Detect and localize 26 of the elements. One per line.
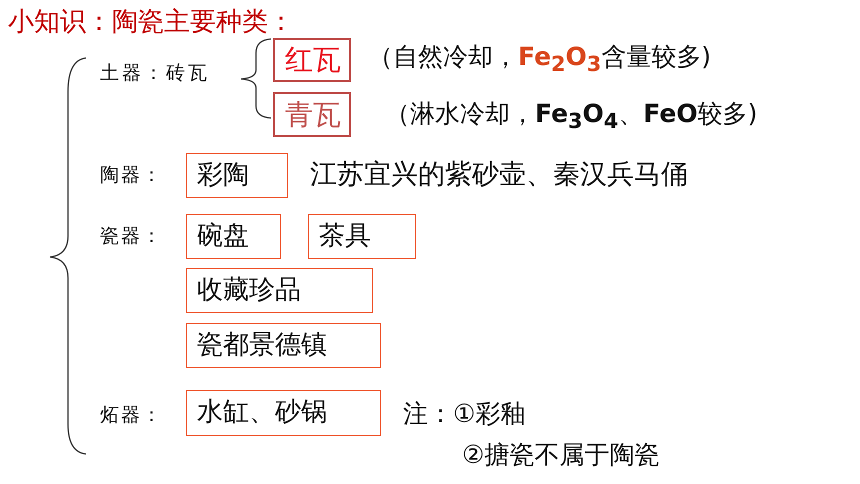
category-label: 土器：砖瓦 — [100, 61, 210, 86]
item-box — [186, 323, 381, 368]
category-label: 陶器： — [100, 163, 163, 188]
item-text: 彩陶 — [197, 160, 249, 190]
annotation-text: （淋水冷却，Fe$_{3}$O$_{4}$、FeO较多) — [385, 98, 758, 135]
annotation-text: （自然冷却，Fe$_{2}$O$_{3}$含量较多) — [368, 41, 712, 78]
item-box — [308, 214, 416, 259]
item-text: 茶具 — [319, 222, 371, 252]
category-label: 炻器： — [100, 403, 163, 428]
item-box — [186, 153, 288, 198]
annotation-text: 江苏宜兴的紫砂壶、秦汉兵马俑 — [310, 158, 688, 192]
note-text: ②搪瓷不属于陶瓷 — [462, 439, 660, 471]
item-box — [186, 268, 373, 313]
item-text: 收藏珍品 — [197, 276, 301, 306]
item-text: 红瓦 — [285, 44, 341, 76]
item-text: 水缸、砂锅 — [197, 398, 327, 428]
item-box — [186, 214, 281, 259]
note-text: 注：①彩釉 — [403, 398, 526, 430]
title: 小知识：陶瓷主要种类： — [8, 6, 294, 39]
item-box — [273, 92, 351, 137]
item-text: 碗盘 — [197, 222, 249, 252]
item-text: 瓷都景德镇 — [197, 330, 327, 360]
item-text: 青瓦 — [285, 98, 341, 131]
item-box — [273, 38, 351, 82]
category-label: 瓷器： — [100, 224, 163, 249]
item-box — [186, 390, 381, 436]
